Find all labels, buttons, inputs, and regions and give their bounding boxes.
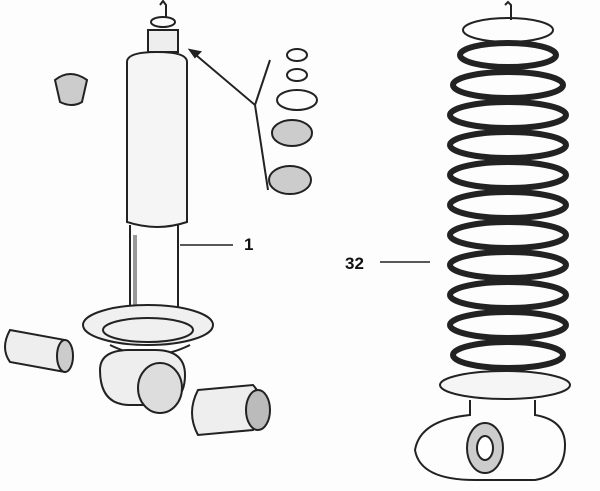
shock-absorber	[82, 0, 214, 414]
bush-left	[4, 328, 74, 374]
mounting-kit	[187, 48, 318, 195]
callout-label-32: 32	[345, 254, 364, 273]
bush-right	[191, 383, 271, 437]
rubber-bush-top	[53, 73, 89, 106]
coil-spring-unit	[413, 0, 571, 481]
callout-label-1: 1	[244, 235, 254, 254]
